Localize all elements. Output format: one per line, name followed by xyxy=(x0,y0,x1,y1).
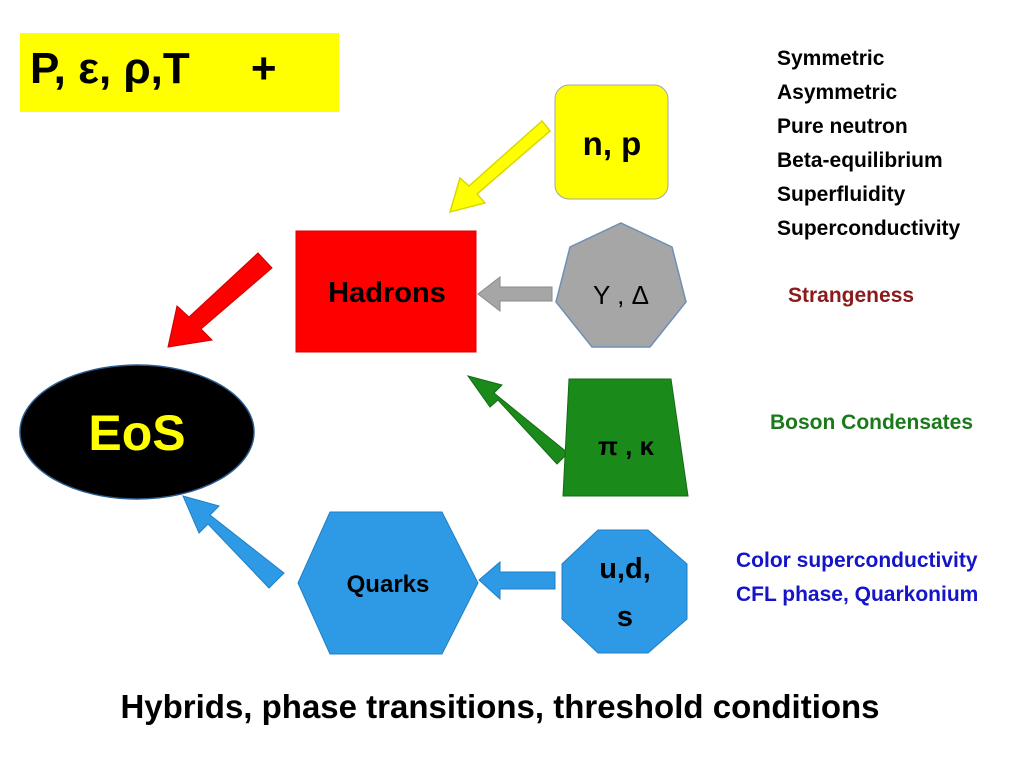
mesons-to-hadrons-arrow xyxy=(466,375,569,465)
eos-label: EoS xyxy=(88,405,185,461)
property-item: Pure neutron xyxy=(777,115,908,138)
uds-label-line2: s xyxy=(617,601,633,633)
property-item: Symmetric xyxy=(777,47,885,70)
hyperons-heptagon xyxy=(555,222,687,348)
np-to-hadrons-arrow xyxy=(448,119,552,214)
variables-box xyxy=(20,33,339,112)
properties-list: Symmetric Asymmetric Pure neutron Beta-e… xyxy=(777,42,960,246)
hyperons-label: Y , Δ xyxy=(593,280,649,310)
hadrons-label: Hadrons xyxy=(328,277,446,309)
property-item: Beta-equilibrium xyxy=(777,149,943,172)
variables-label: P, ε, ρ,T + xyxy=(30,44,277,93)
mesons-trapezoid xyxy=(562,378,689,497)
uds-to-quarks-arrow xyxy=(478,560,556,601)
cfl-phase-label: CFL phase, Quarkonium xyxy=(736,583,979,606)
np-label: n, p xyxy=(583,125,642,162)
np-box xyxy=(554,84,669,200)
boson-condensates-label: Boson Condensates xyxy=(770,411,974,434)
hyperons-to-hadrons-arrow xyxy=(477,275,553,313)
eos-ellipse xyxy=(19,364,255,500)
quarks-to-eos-arrow xyxy=(182,495,285,589)
uds-octagon xyxy=(561,529,688,654)
quarks-hexagon xyxy=(297,511,479,655)
strangeness-label: Strangeness xyxy=(788,284,915,307)
hadrons-box xyxy=(295,230,477,353)
mesons-label: π , κ xyxy=(598,431,655,461)
quarks-label: Quarks xyxy=(347,571,430,598)
uds-label-line1: u,d, xyxy=(599,553,651,585)
color-superconductivity-label: Color superconductivity xyxy=(736,549,978,572)
footer-caption: Hybrids, phase transitions, threshold co… xyxy=(120,688,880,725)
property-item: Superconductivity xyxy=(777,217,961,240)
hadrons-to-eos-arrow xyxy=(167,252,273,348)
property-item: Superfluidity xyxy=(777,183,906,206)
property-item: Asymmetric xyxy=(777,81,898,104)
